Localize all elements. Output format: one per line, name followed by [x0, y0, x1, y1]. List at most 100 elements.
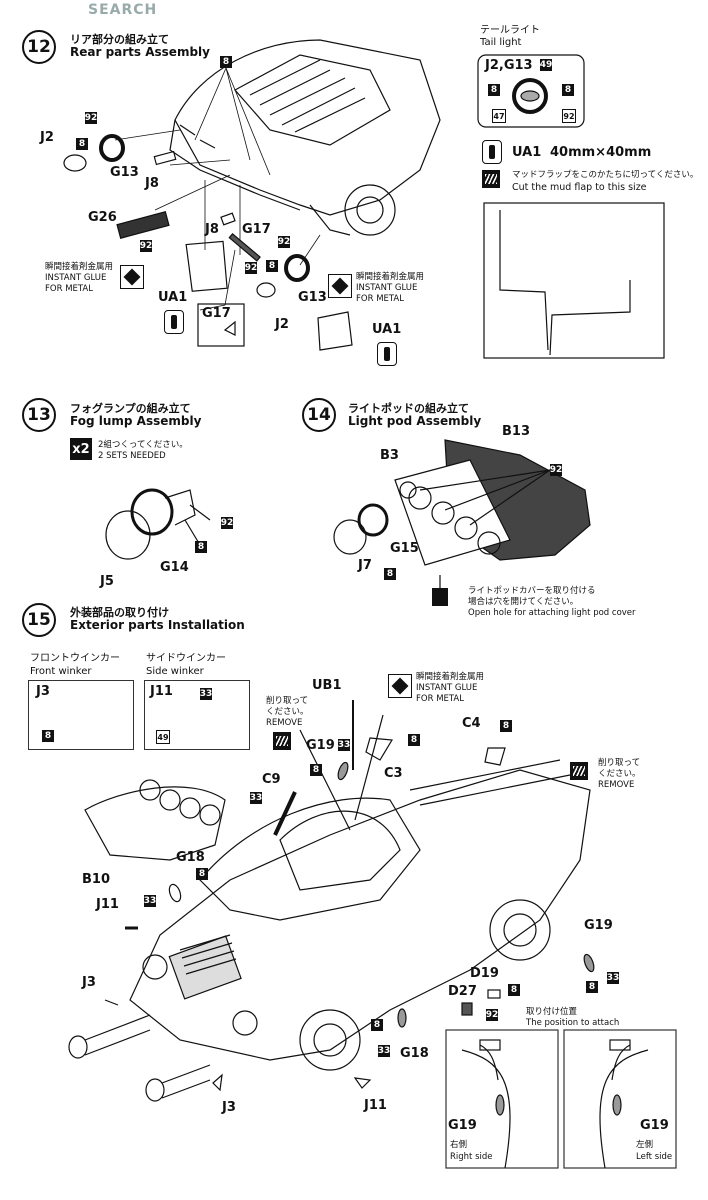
part-label: J7	[358, 558, 372, 573]
drill-icon	[432, 588, 448, 606]
taillight-title-jp: テールライト	[480, 25, 540, 36]
glue-note-en: INSTANT GLUE	[45, 273, 107, 283]
part-label: G18	[400, 1046, 429, 1061]
part-number: 8	[500, 720, 512, 732]
glue-note-en: INSTANT GLUE	[416, 683, 478, 693]
glue-note-jp: 瞬間接着剤金属用	[356, 272, 425, 282]
step-12-title-en: Rear parts Assembly	[70, 45, 210, 59]
part-label: G15	[390, 541, 419, 556]
part-number: 8	[508, 984, 520, 996]
part-number: 8	[220, 56, 232, 68]
part-number: 8	[562, 84, 574, 96]
cut-tool-icon	[273, 732, 291, 750]
sets-badge: x2	[70, 438, 92, 460]
taillight-title-en: Tail light	[480, 37, 522, 48]
part-number: 8	[384, 568, 396, 580]
decal-ua1-icon	[164, 310, 184, 334]
glue-note-jp: 瞬間接着剤金属用	[416, 672, 485, 682]
part-label: J11	[364, 1098, 387, 1113]
part-number: 33	[143, 895, 157, 907]
part-number: 8	[196, 868, 208, 880]
rear-car-illustration	[169, 39, 441, 236]
part-number: 49	[156, 730, 170, 744]
step-14-number: 14	[302, 398, 336, 432]
left-side-en: Left side	[636, 1152, 673, 1162]
part-label: J3	[36, 684, 50, 699]
part-number: 8	[76, 138, 88, 150]
front-winker-en: Front winker	[30, 666, 92, 677]
right-side-en: Right side	[450, 1152, 493, 1162]
step-15-title-en: Exterior parts Installation	[70, 618, 245, 632]
step-15-title-jp: 外装部品の取り付け	[70, 606, 169, 619]
glue-note-en: FOR METAL	[416, 694, 464, 704]
part-label: UA1	[158, 290, 188, 305]
sets-note-jp: 2組つくってください。	[98, 440, 188, 450]
decal-ua1-icon	[482, 140, 502, 164]
part-label: J8	[145, 176, 159, 191]
front-winker-jp: フロントウインカー	[30, 653, 120, 664]
part-label: B3	[380, 448, 399, 463]
part-number: 92	[220, 517, 234, 529]
part-label: J3	[82, 975, 96, 990]
part-label: UA1	[372, 322, 402, 337]
part-number: 8	[310, 764, 322, 776]
glue-note-jp: 瞬間接着剤金属用	[45, 262, 114, 272]
glue-icon	[328, 274, 352, 298]
part-number: 92	[84, 112, 98, 124]
part-label: J8	[205, 222, 219, 237]
part-label: G26	[88, 210, 117, 225]
hole-note-jp: ライトポッドカバーを取り付ける	[468, 586, 596, 596]
part-number: 8	[488, 84, 500, 96]
glue-note-en: FOR METAL	[356, 294, 404, 304]
cut-tool-icon	[570, 762, 588, 780]
decal-ua1-icon	[377, 342, 397, 366]
main-car-illustration	[129, 759, 591, 1071]
glue-note-en: FOR METAL	[45, 284, 93, 294]
position-title-en: The position to attach	[526, 1018, 620, 1028]
part-number: 33	[377, 1045, 391, 1057]
remove-note-jp: ください。	[598, 769, 641, 779]
left-side-jp: 左側	[636, 1140, 654, 1150]
part-number: 33	[199, 688, 213, 700]
step-15-number: 15	[22, 603, 56, 637]
glue-icon	[388, 674, 412, 698]
part-label: J11	[96, 897, 119, 912]
part-number: 92	[277, 236, 291, 248]
taillight-parts: J2,G13	[485, 58, 533, 73]
part-label: B10	[82, 872, 110, 887]
part-number: 33	[337, 739, 351, 751]
part-number: 8	[586, 981, 598, 993]
step-13-number: 13	[22, 398, 56, 432]
part-number: 92	[549, 464, 563, 476]
part-label: G17	[202, 306, 231, 321]
position-title-jp: 取り付け位置	[526, 1007, 578, 1017]
part-number: 33	[606, 972, 620, 984]
step-14-title-jp: ライトポッドの組み立て	[348, 402, 469, 415]
right-side-jp: 右側	[450, 1140, 468, 1150]
part-number: 92	[485, 1009, 499, 1021]
part-label: G19	[640, 1118, 669, 1133]
side-winker-jp: サイドウインカー	[146, 653, 226, 664]
watermark-text: SEARCH	[88, 2, 158, 18]
part-label: G13	[110, 165, 139, 180]
part-label: J3	[222, 1100, 236, 1115]
glue-icon	[120, 265, 144, 289]
part-label: B13	[502, 424, 530, 439]
hole-note-jp: 場合は穴を開けてください。	[468, 597, 579, 607]
part-label: J2	[40, 130, 54, 145]
part-label: C9	[262, 772, 281, 787]
part-label: C3	[384, 766, 403, 781]
part-number: 8	[266, 260, 278, 272]
part-number: 49	[539, 59, 553, 71]
sets-note-en: 2 SETS NEEDED	[98, 451, 166, 461]
cut-note-jp: マッドフラップをこのかたちに切ってください。	[512, 170, 699, 180]
part-number: 92	[139, 240, 153, 252]
side-winker-en: Side winker	[146, 666, 204, 677]
part-label: G19	[584, 918, 613, 933]
part-number: 92	[244, 262, 258, 274]
remove-note-jp: 削り取って	[598, 758, 641, 768]
part-label: G13	[298, 290, 327, 305]
part-number: 33	[249, 792, 263, 804]
cut-tool-icon	[482, 170, 500, 188]
part-label: G14	[160, 560, 189, 575]
